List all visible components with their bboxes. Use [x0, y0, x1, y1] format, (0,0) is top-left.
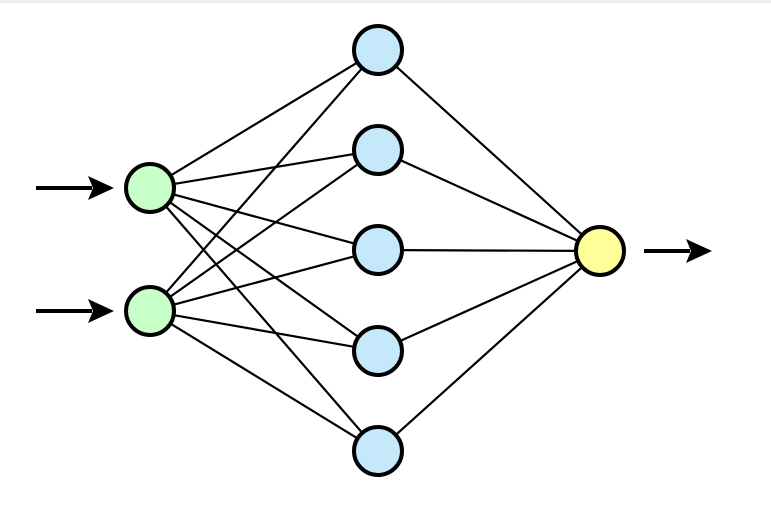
node-circle-h3[interactable] — [352, 224, 404, 276]
node-h1[interactable] — [352, 24, 404, 76]
connection-edge — [399, 249, 579, 252]
connection-edge — [393, 265, 585, 437]
connection-edge — [171, 192, 357, 246]
connection-edge — [397, 259, 581, 343]
node-circle-o1[interactable] — [574, 225, 626, 277]
top-edge-band — [0, 0, 771, 3]
connection-edge — [393, 64, 585, 237]
output-arrow-1-head — [686, 239, 712, 263]
edges-group — [163, 60, 585, 441]
connection-edge — [171, 254, 357, 307]
output-arrow-1 — [644, 239, 712, 263]
connection-edge — [171, 152, 357, 186]
node-h2[interactable] — [352, 124, 404, 176]
node-h5[interactable] — [352, 425, 404, 477]
connection-edge — [397, 158, 581, 243]
connection-edge — [168, 321, 360, 441]
input-arrow-1 — [36, 176, 114, 200]
node-o1[interactable] — [574, 225, 626, 277]
node-circle-h5[interactable] — [352, 425, 404, 477]
node-circle-i2[interactable] — [124, 285, 176, 337]
input-arrow-1-head — [88, 176, 114, 200]
nodes-group — [124, 24, 626, 477]
node-circle-i1[interactable] — [124, 162, 176, 214]
node-h4[interactable] — [352, 325, 404, 377]
input-arrow-2 — [36, 299, 114, 323]
node-circle-h1[interactable] — [352, 24, 404, 76]
node-circle-h4[interactable] — [352, 325, 404, 377]
connection-edge — [168, 60, 360, 178]
connection-edge — [163, 204, 365, 435]
connection-edge — [171, 313, 357, 349]
connection-edge — [167, 200, 361, 339]
node-h3[interactable] — [352, 224, 404, 276]
input-arrow-2-head — [88, 299, 114, 323]
connection-edge — [164, 66, 364, 295]
arrows-group — [36, 176, 712, 323]
node-i2[interactable] — [124, 285, 176, 337]
node-circle-h2[interactable] — [352, 124, 404, 176]
node-i1[interactable] — [124, 162, 176, 214]
connection-edge — [167, 162, 361, 299]
